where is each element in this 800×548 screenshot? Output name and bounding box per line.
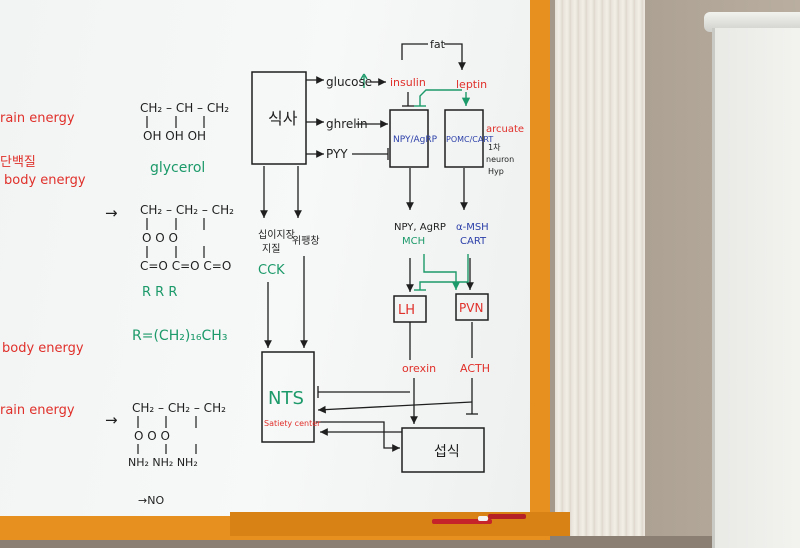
fat-label: fat xyxy=(430,38,446,51)
npy-box xyxy=(389,109,429,168)
glucose-label: glucose xyxy=(326,75,372,89)
orexin-label: orexin xyxy=(402,362,436,375)
marker-red-2[interactable] xyxy=(488,514,526,519)
marker-red[interactable] xyxy=(432,519,492,524)
second-whiteboard xyxy=(712,28,800,548)
pvn-label: PVN xyxy=(459,301,483,315)
amine-oxygen: O O O xyxy=(134,429,170,443)
second-board-rail xyxy=(704,12,800,32)
note-protein: 단백질 xyxy=(0,155,36,170)
marker-cap[interactable] xyxy=(478,516,488,521)
arcuate-sub2: neuron xyxy=(486,155,514,164)
wall-pillar xyxy=(555,0,645,536)
lh-label: LH xyxy=(398,303,415,318)
whiteboard-surface xyxy=(0,0,530,516)
nts-box xyxy=(261,351,315,443)
nts-label: NTS xyxy=(268,388,304,409)
cck-label: CCK xyxy=(258,263,285,278)
arcuate-sub3: Hyp xyxy=(488,167,504,176)
note-body-energy-2: body energy xyxy=(2,341,84,356)
amsh-label: α-MSH xyxy=(456,222,489,233)
glycerol-oh: OH OH OH xyxy=(143,129,206,143)
chem-arrow-1: → xyxy=(105,204,118,222)
intake-box xyxy=(401,427,485,473)
glycerol-chain: CH₂ – CH – CH₂ xyxy=(140,101,229,115)
mch-label: MCH xyxy=(402,236,425,247)
arcuate-sub1: 1차 xyxy=(488,143,501,152)
duodenum-label: 십이지장 xyxy=(258,229,295,241)
ghrelin-label: ghrelin xyxy=(326,117,368,131)
ester-oxygen: O O O xyxy=(142,231,178,245)
amine-nh2: NH₂ NH₂ NH₂ xyxy=(128,456,198,469)
amine-chain: CH₂ – CH₂ – CH₂ xyxy=(132,401,226,415)
ester-carbonyl: C=O C=O C=O xyxy=(140,259,231,273)
pomc-box xyxy=(444,109,484,168)
satiety-label: Satiety center xyxy=(264,419,321,428)
board-drawing: rain energy 단백질 body energy body energy … xyxy=(0,38,524,507)
acth-label: ACTH xyxy=(460,362,490,375)
npy-agrp-output: NPY, AgRP xyxy=(394,222,446,233)
arcuate-label: arcuate xyxy=(486,124,524,135)
note-body-energy-1: body energy xyxy=(4,173,86,188)
lipid-label: 지질 xyxy=(262,243,280,255)
leptin-label: leptin xyxy=(456,78,487,91)
no-note: →NO xyxy=(138,494,164,507)
stomach-stretch-label: 위팽창 xyxy=(292,234,320,247)
note-brain-energy-2: rain energy xyxy=(0,403,75,418)
pyy-label: PYY xyxy=(326,147,348,161)
chem-arrow-2: → xyxy=(105,411,118,429)
npy-agrp-label: NPY/AgRP xyxy=(393,135,438,145)
cart-label: CART xyxy=(460,236,487,247)
meal-box xyxy=(251,71,307,165)
intake-label: 섭식 xyxy=(434,444,460,460)
glycerol-label: glycerol xyxy=(150,160,205,176)
pomc-cart-label: POMC/CART xyxy=(446,135,493,144)
ester-r-groups: R R R xyxy=(142,285,177,300)
note-brain-energy-1: rain energy xyxy=(0,111,75,126)
ester-chain: CH₂ – CH₂ – CH₂ xyxy=(140,203,234,217)
r-formula: R=(CH₂)₁₆CH₃ xyxy=(132,328,227,344)
pvn-box xyxy=(455,293,489,321)
meal-label: 식사 xyxy=(268,109,298,128)
insulin-label: insulin xyxy=(390,76,426,89)
